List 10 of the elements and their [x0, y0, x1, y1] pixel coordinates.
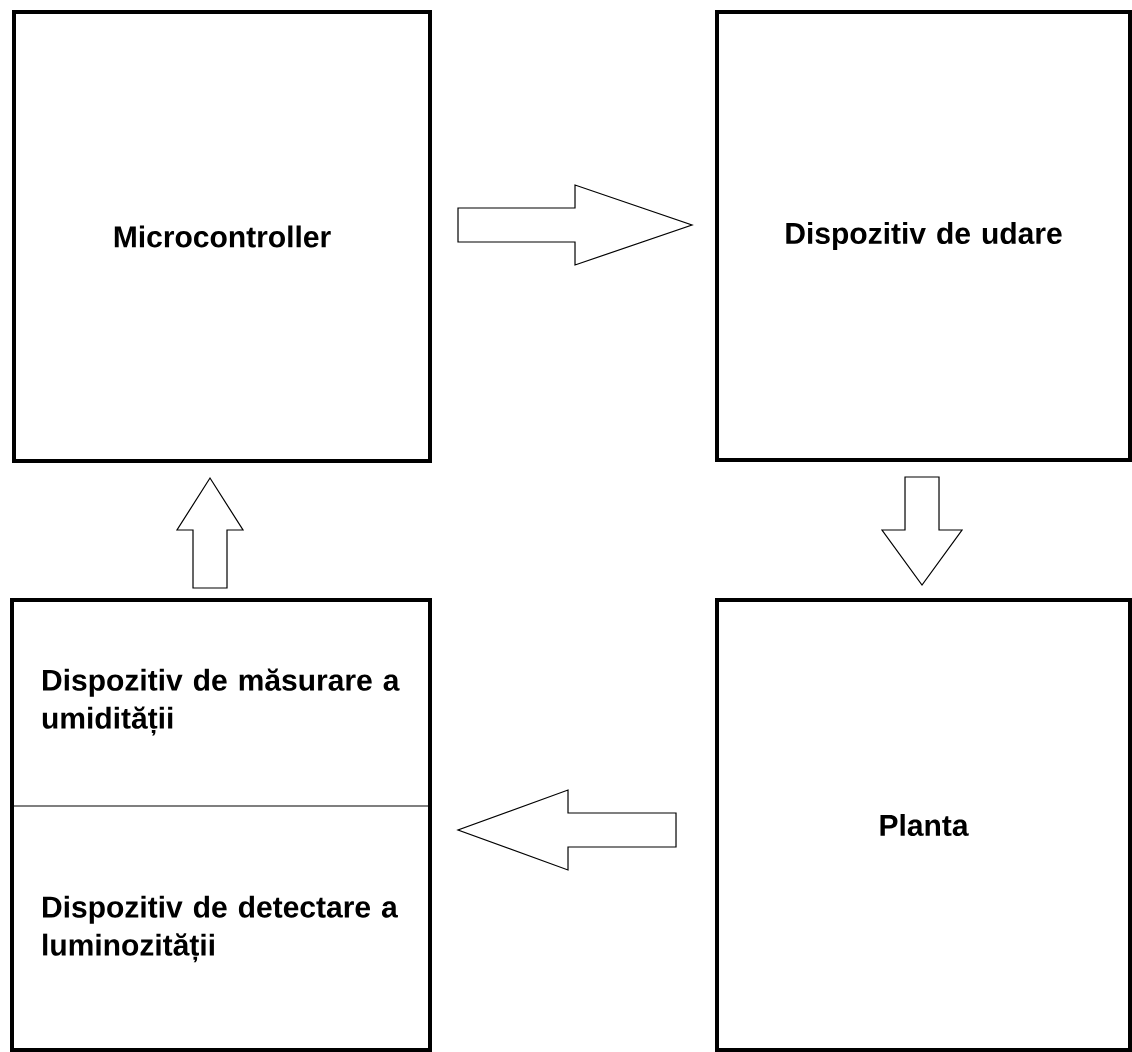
block-arrow — [456, 789, 677, 871]
split-box — [10, 598, 432, 1052]
process-box: Planta — [715, 598, 1132, 1052]
block-arrow — [457, 184, 694, 266]
process-box: Microcontroller — [12, 10, 432, 463]
block-arrow — [175, 476, 245, 589]
block-arrow — [880, 476, 964, 587]
text-cell: Dispozitiv de măsurare a umidității — [42, 668, 400, 736]
text-cell: Dispozitiv de detectare a luminozității — [43, 895, 398, 963]
process-box: Dispozitiv de udare — [715, 10, 1132, 462]
